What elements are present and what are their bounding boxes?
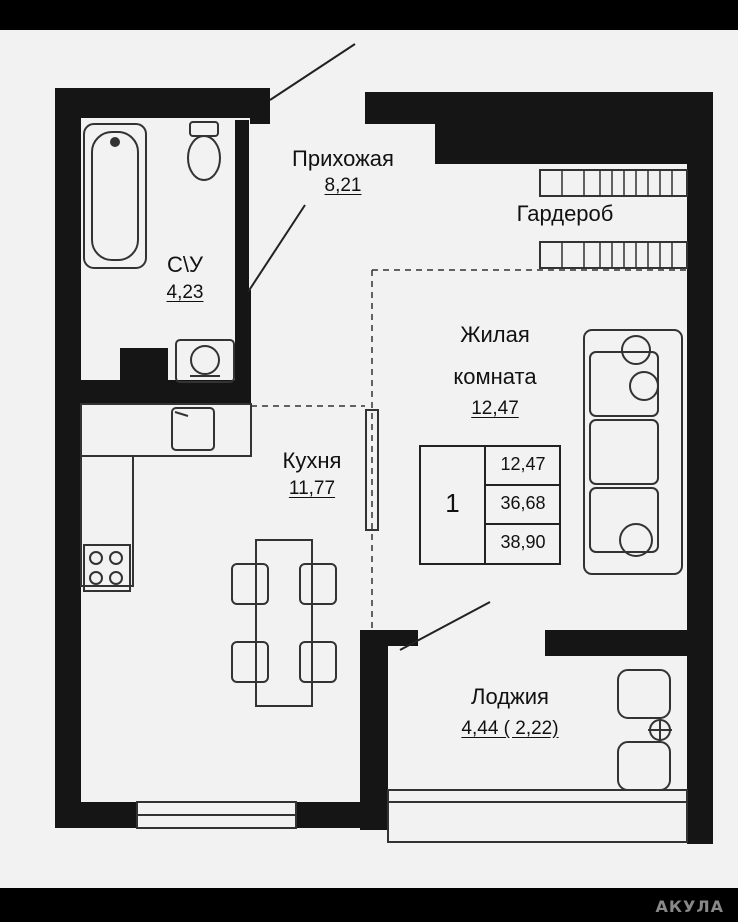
- toilet: [187, 121, 221, 181]
- bathtub: [83, 123, 147, 269]
- loggia-area: 4,44 ( 2,22): [461, 718, 559, 739]
- zone-boundaries: [251, 269, 687, 630]
- sofa: [583, 329, 683, 575]
- wardrobe-name: Гардероб: [516, 201, 614, 226]
- wall-bath-shaft: [120, 348, 168, 380]
- stove: [83, 544, 131, 592]
- wardrobe-shelves: [539, 169, 688, 269]
- entry-door-line: [269, 43, 356, 101]
- bathroom-sink: [175, 339, 235, 383]
- hallway-area: 8,21: [324, 175, 362, 196]
- loggia-rail: [387, 789, 688, 843]
- wall-right: [687, 124, 713, 844]
- hallway-name: Прихожая: [292, 146, 394, 171]
- wall-kitchen-loggia: [360, 630, 388, 830]
- wall-bath-bottom: [81, 380, 251, 404]
- living-area: 12,47: [471, 398, 519, 419]
- wall-top-left: [55, 88, 270, 118]
- dining-set: [231, 539, 337, 707]
- wall-top-right: [365, 92, 713, 124]
- kitchen-window: [136, 801, 297, 829]
- kitchen-counter: [80, 403, 252, 587]
- floor-plan-sheet: Прихожая 8,21 Гардероб С\У 4,23 Жилая ко…: [0, 30, 738, 888]
- bottom-black-bar: АКУЛА: [0, 888, 738, 922]
- loggia-door-line: [399, 601, 491, 651]
- bathroom-area: 4,23: [166, 282, 204, 303]
- living-window: [365, 409, 379, 531]
- legend-rooms-count: 1: [445, 488, 460, 518]
- legend-box: [419, 445, 561, 565]
- top-black-bar: [0, 0, 738, 30]
- bathroom-door-line: [247, 204, 306, 293]
- kitchen-name: Кухня: [282, 448, 342, 473]
- loggia-armchairs: [617, 669, 672, 791]
- wall-left: [55, 88, 81, 828]
- wall-bath-right-lower: [235, 290, 251, 400]
- kitchen-area: 11,77: [288, 478, 336, 499]
- wall-loggia-top: [545, 630, 687, 656]
- floor-plan-drawing: [55, 43, 713, 844]
- loggia-name: Лоджия: [471, 684, 549, 709]
- legend-total-area: 36,68: [500, 493, 546, 513]
- walls: [55, 88, 713, 844]
- wall-bath-right: [235, 120, 249, 295]
- wall-top-right-thick: [435, 124, 713, 164]
- living-name-line1: Жилая: [460, 322, 530, 347]
- wall-bottom-left: [55, 802, 137, 828]
- watermark-logo: АКУЛА: [655, 897, 724, 916]
- wall-loggia-stub: [388, 630, 418, 646]
- wall-door-jamb: [250, 118, 270, 124]
- bathroom-name: С\У: [167, 252, 203, 277]
- legend-total-with-loggia: 38,90: [500, 532, 546, 552]
- living-name-line2: комната: [453, 364, 537, 389]
- legend-living-area: 12,47: [500, 454, 546, 474]
